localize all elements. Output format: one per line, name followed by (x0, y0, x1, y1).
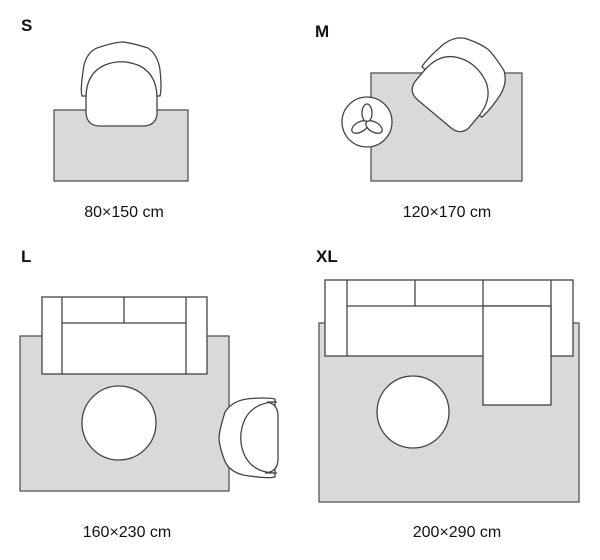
size-label-m: M (315, 22, 330, 41)
size-caption-m: 120×170 cm (402, 204, 492, 221)
size-caption-s: 80×150 cm (84, 204, 164, 221)
size-label-l: L (21, 247, 32, 266)
armchair-icon (218, 397, 279, 479)
size-s-illustration (53, 41, 189, 182)
size-caption-l: 160×230 cm (82, 524, 172, 541)
coffee-table-icon (376, 375, 450, 449)
size-caption-xl: 200×290 cm (412, 524, 502, 541)
armchair-icon (411, 37, 506, 133)
size-label-xl: XL (316, 247, 338, 266)
size-label-s: S (21, 16, 33, 35)
size-l-illustration (19, 296, 279, 492)
plant-icon (341, 96, 393, 148)
size-xl-illustration (318, 279, 580, 503)
armchair-icon (80, 41, 162, 127)
sofa-icon (41, 296, 208, 375)
size-m-illustration (341, 37, 523, 182)
coffee-table-icon (81, 385, 157, 461)
corner-sofa-icon (324, 279, 574, 406)
